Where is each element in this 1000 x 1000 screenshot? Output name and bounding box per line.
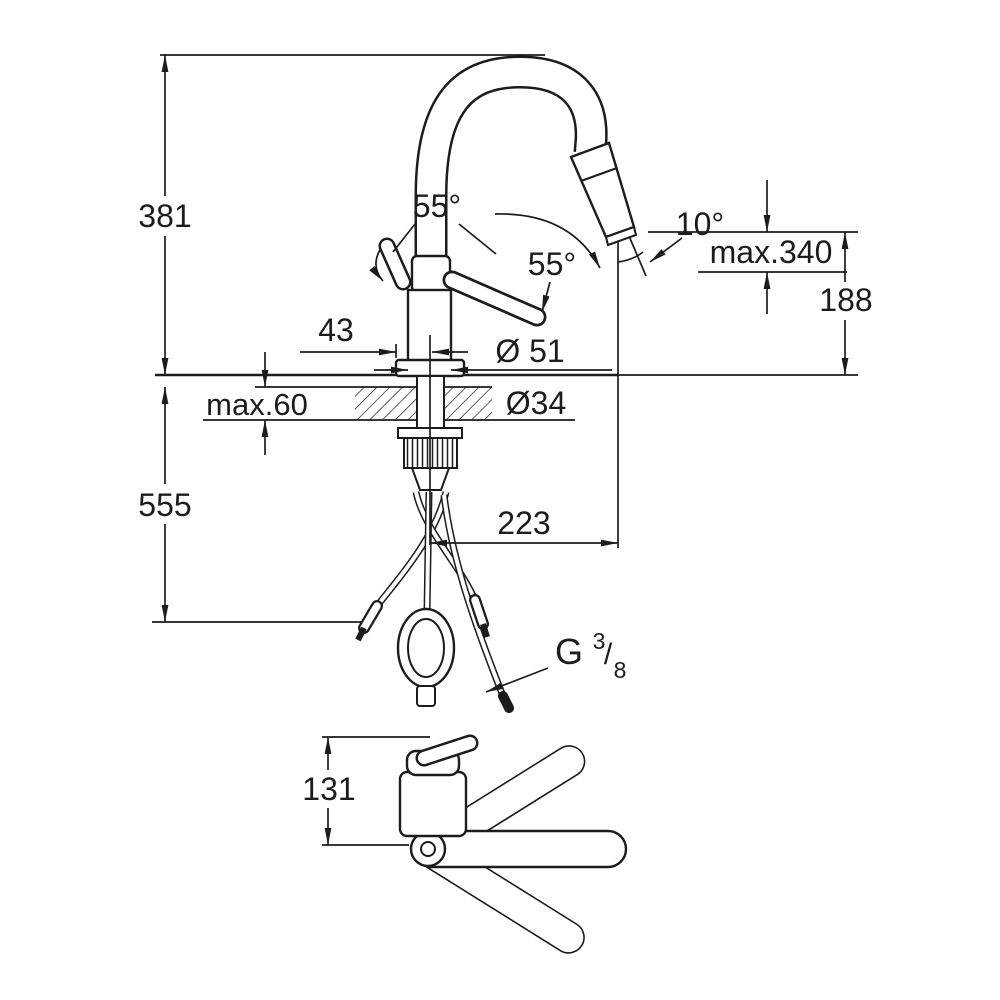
supply-hoses	[355, 491, 514, 713]
spout-pivot-center	[420, 841, 436, 857]
dim-131-label: 131	[302, 771, 355, 807]
angle-10-label: 10°	[676, 206, 724, 242]
dim-43-label: 43	[318, 312, 354, 348]
extension-lines	[152, 54, 858, 846]
dim-223-label: 223	[497, 505, 550, 541]
lever-front-position	[378, 237, 412, 291]
side-body	[398, 770, 468, 838]
dim-max340-label: max.340	[710, 234, 833, 270]
mounting-parts	[355, 375, 514, 713]
dim-dia51-label: Ø 51	[495, 333, 564, 369]
faucet-front-view	[155, 55, 638, 420]
dimension-lines	[161, 55, 849, 845]
side-lever	[415, 734, 479, 767]
dim-188-label: 188	[819, 282, 872, 318]
label-backgrounds	[134, 196, 876, 808]
dim-total-height-label: 381	[138, 198, 191, 234]
spray-head	[569, 141, 638, 247]
angle-55-side-label: 55°	[528, 246, 576, 282]
side-view	[398, 734, 628, 954]
dim-hose-drop-label: 555	[138, 487, 191, 523]
thread-slash-label: /	[604, 638, 613, 671]
thread-numerator-label: 3	[593, 628, 606, 654]
dimension-labels: 381 555 55° 55° 10° max.340 188 43 Ø 51 …	[138, 188, 872, 807]
spout-arc	[414, 55, 608, 298]
cartridge-housing	[410, 254, 452, 294]
angle-55-front-label: 55°	[413, 188, 461, 224]
counter-section-right	[445, 387, 492, 420]
thread-denominator-label: 8	[614, 657, 627, 683]
thread-g-label: G	[555, 631, 583, 672]
lever-swivel-position	[442, 270, 547, 327]
dim-max60-label: max.60	[206, 387, 308, 422]
hose-weight	[396, 607, 456, 707]
spout-arm	[426, 829, 628, 869]
counter-section-left	[355, 387, 416, 420]
dim-dia34-label: Ø34	[506, 385, 566, 421]
